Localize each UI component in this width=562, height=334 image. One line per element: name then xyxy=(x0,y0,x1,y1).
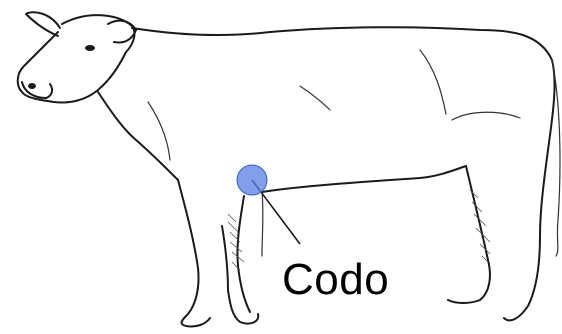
elbow-marker xyxy=(236,164,268,196)
cow-hind-leg-front xyxy=(447,165,491,304)
cow-front-leg-back xyxy=(261,191,264,257)
cow-muzzle xyxy=(21,81,54,99)
cow-back-outline xyxy=(131,26,556,151)
cow-front-leg-left xyxy=(177,179,211,328)
cow-ear xyxy=(25,11,61,37)
cow-nostril xyxy=(28,83,36,89)
cow-front-leg-inner xyxy=(221,225,260,325)
body-contour-rib xyxy=(299,85,331,111)
cow-belly-outline xyxy=(261,165,467,193)
leg-shading-front xyxy=(227,213,245,271)
body-contour-shoulder xyxy=(147,101,171,161)
cow-tail xyxy=(551,59,561,257)
cow-horn-right xyxy=(107,19,137,44)
cow-eye xyxy=(85,45,95,51)
cow-front-leg-right xyxy=(236,195,251,313)
elbow-label: Codo xyxy=(282,255,390,304)
body-contour-hip xyxy=(451,111,521,121)
cow-head-outline xyxy=(16,14,136,104)
cow-hind-leg-rear xyxy=(503,149,549,322)
body-contour-flank xyxy=(419,49,447,115)
leg-shading-hind xyxy=(469,189,491,263)
cow-neck-front xyxy=(97,91,179,181)
